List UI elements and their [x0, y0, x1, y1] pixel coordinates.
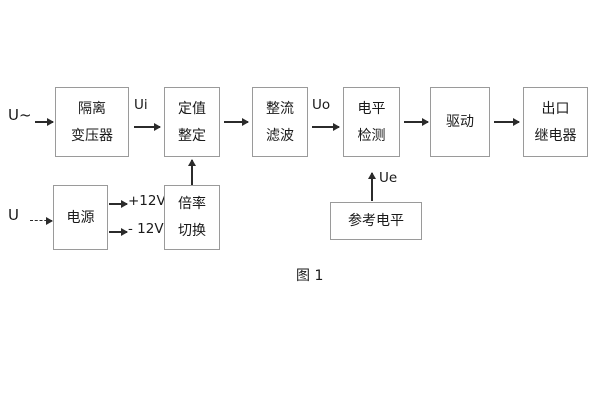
block-multiplier-switch: 倍率 切换	[164, 185, 220, 250]
signal-label-ui: Ui	[134, 97, 148, 113]
block-level-detection: 电平 检测	[343, 87, 400, 157]
signal-label-uo: Uo	[312, 97, 331, 113]
block-output-relay-line2: 继电器	[534, 127, 577, 144]
arrow-reference-to-level-detection	[371, 173, 373, 201]
block-multiplier-switch-line2: 切换	[178, 223, 206, 239]
arrow-power-positive	[109, 203, 127, 205]
block-level-detection-line1: 电平	[357, 100, 386, 117]
block-rectify-filter: 整流 滤波	[252, 87, 308, 157]
arrow-setting-to-rectify	[224, 121, 248, 123]
block-reference-level-line1: 参考电平	[348, 213, 404, 229]
block-power-supply-line1: 电源	[66, 209, 95, 226]
block-multiplier-switch-line1: 倍率	[178, 196, 206, 212]
arrow-dc-to-power-supply	[30, 220, 52, 221]
arrow-power-negative	[109, 231, 127, 233]
block-drive: 驱动	[430, 87, 490, 157]
block-setting-value-line1: 定值	[178, 100, 206, 117]
block-level-detection-line2: 检测	[357, 127, 386, 144]
block-rectify-filter-line2: 滤波	[266, 127, 294, 144]
arrow-isolation-to-setting	[134, 126, 160, 128]
block-output-relay: 出口 继电器	[523, 87, 588, 157]
block-setting-value-line2: 整定	[178, 127, 206, 144]
arrow-multiplier-to-setting	[191, 160, 193, 185]
block-reference-level: 参考电平	[330, 202, 422, 240]
arrow-level-detection-to-drive	[404, 121, 428, 123]
input-label-ac: U~	[8, 106, 32, 124]
signal-label-negative-12v: - 12V	[128, 221, 164, 237]
block-power-supply: 电源	[53, 185, 108, 250]
block-output-relay-line1: 出口	[541, 100, 570, 117]
signal-label-ue: Ue	[379, 170, 398, 186]
arrow-ac-to-isolation-transformer	[35, 121, 53, 123]
block-isolation-transformer-line2: 变压器	[71, 127, 113, 144]
block-rectify-filter-line1: 整流	[266, 100, 294, 117]
arrow-rectify-to-level-detection	[312, 126, 339, 128]
block-isolation-transformer-line1: 隔离	[78, 100, 106, 117]
block-isolation-transformer: 隔离 变压器	[55, 87, 129, 157]
block-setting-value: 定值 整定	[164, 87, 220, 157]
block-drive-line1: 驱动	[446, 114, 474, 130]
input-label-dc: U	[8, 206, 19, 224]
figure-caption: 图 1	[296, 268, 324, 284]
arrow-drive-to-output-relay	[494, 121, 519, 123]
signal-label-positive-12v: +12V	[128, 193, 166, 209]
